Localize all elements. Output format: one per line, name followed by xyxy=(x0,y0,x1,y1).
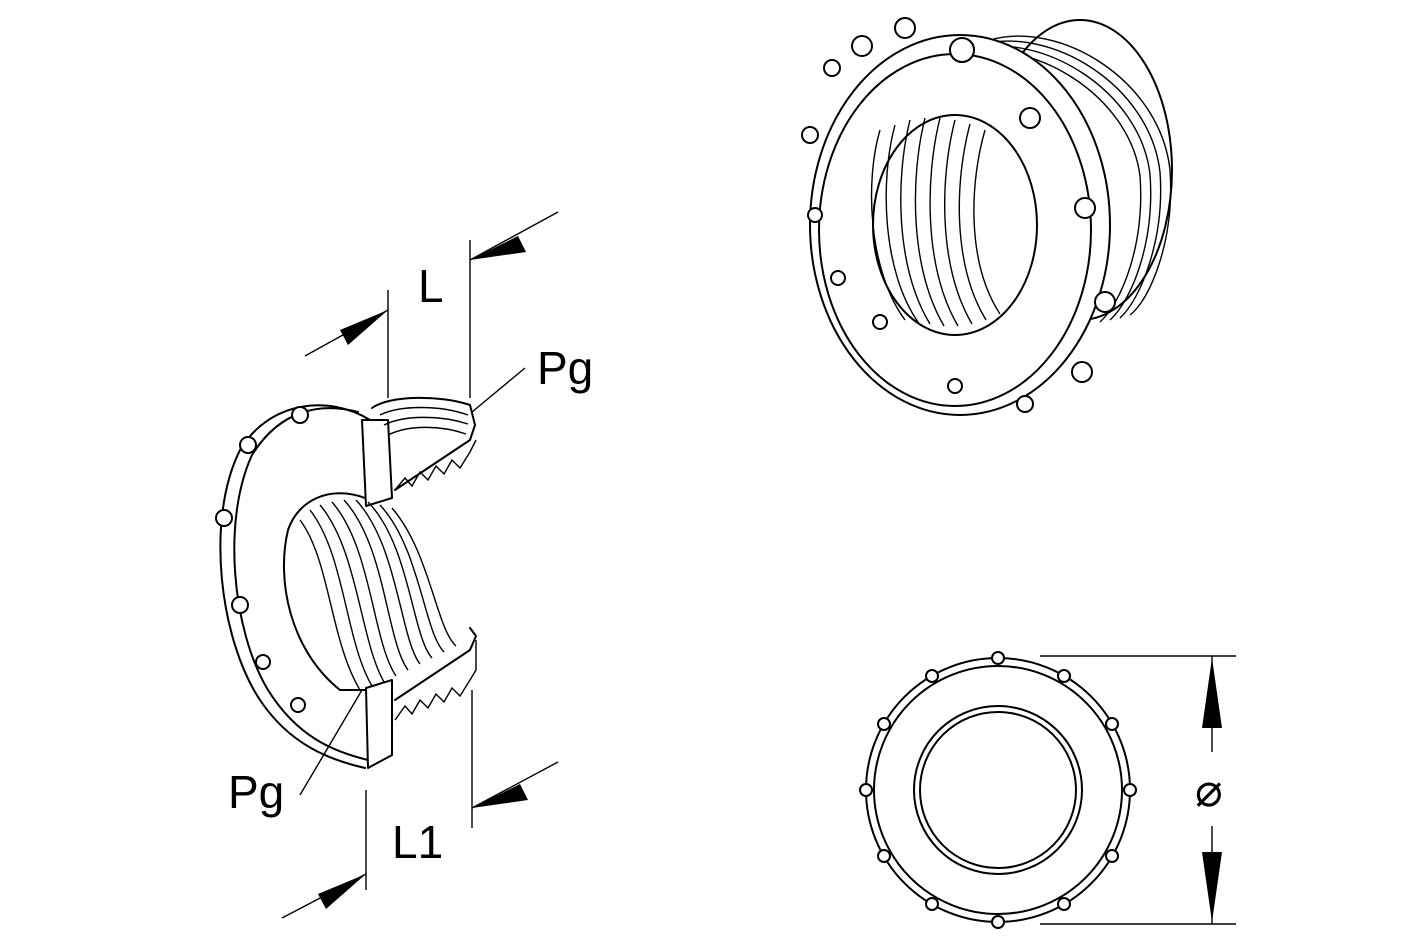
outer-thread-teeth-upper xyxy=(379,406,477,491)
iso-flange-bumps xyxy=(801,17,1116,413)
label-diameter: ⌀ xyxy=(1195,764,1223,816)
outer-thread-teeth-lower xyxy=(394,640,477,721)
leader-pg-outer xyxy=(471,367,526,413)
sectioned-reducer-view: L L1 Pg Pg xyxy=(215,211,593,919)
label-pg-outer: Pg xyxy=(537,342,593,394)
isometric-reducer-view xyxy=(801,17,1173,416)
dimension-diameter xyxy=(1040,655,1236,925)
dimension-l xyxy=(304,211,559,398)
label-l: L xyxy=(418,260,444,312)
inner-thread-lines xyxy=(299,499,457,691)
bore-thread-lines xyxy=(870,117,1001,327)
front-flange-bumps xyxy=(859,651,1137,929)
front-view: ⌀ xyxy=(859,651,1236,929)
label-l1: L1 xyxy=(392,816,443,868)
label-pg-inner: Pg xyxy=(228,766,284,818)
dimension-l1 xyxy=(281,690,559,919)
leader-pg-inner xyxy=(299,689,363,796)
flange-bumps xyxy=(215,406,309,713)
